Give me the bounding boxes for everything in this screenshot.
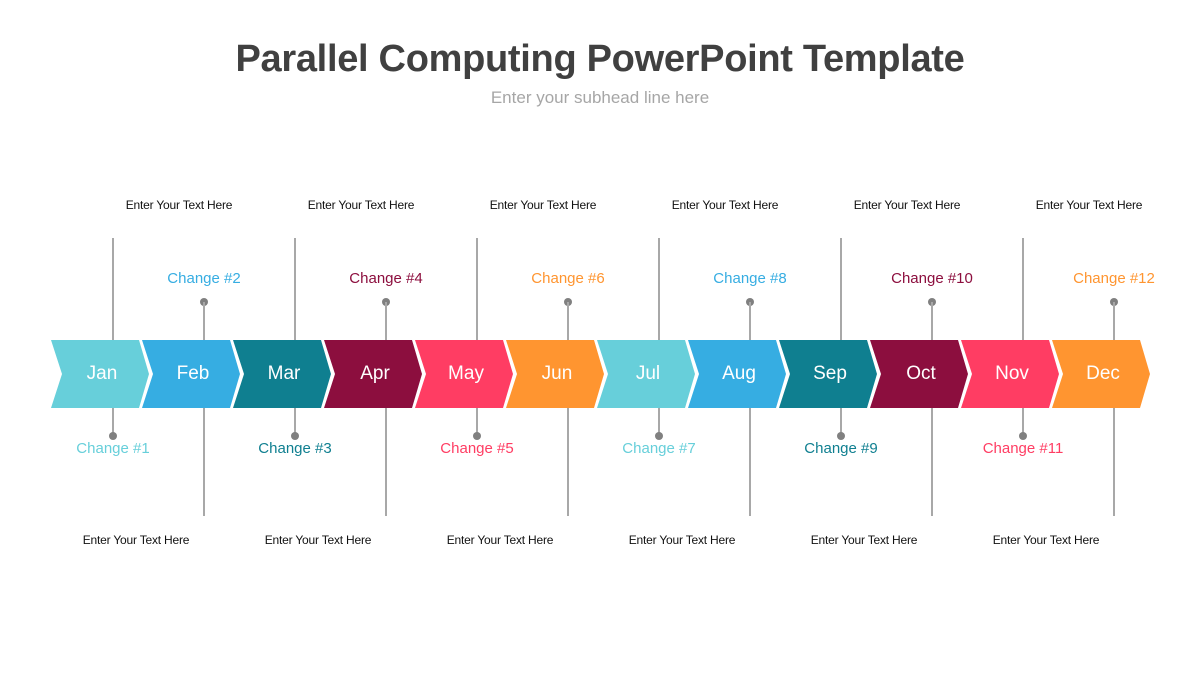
connector-line <box>385 302 387 340</box>
month-chevron-jul: Jul <box>597 340 695 408</box>
month-chevron-jan: Jan <box>51 340 149 408</box>
divider-line <box>749 408 751 516</box>
top-text-placeholder: Enter Your Text Here <box>671 198 779 212</box>
month-chevron-jun: Jun <box>506 340 604 408</box>
change-label: Change #5 <box>440 440 514 457</box>
connector-line <box>112 408 114 436</box>
month-label: Aug <box>722 363 756 384</box>
connector-line <box>658 408 660 436</box>
month-chevron-aug: Aug <box>688 340 786 408</box>
divider-line <box>931 408 933 516</box>
bottom-text-placeholder: Enter Your Text Here <box>264 533 372 547</box>
month-label: Dec <box>1086 363 1120 384</box>
month-chevron-feb: Feb <box>142 340 240 408</box>
change-label: Change #11 <box>982 440 1064 457</box>
month-chevron-sep: Sep <box>779 340 877 408</box>
month-label: Jun <box>541 363 573 384</box>
page-title: Parallel Computing PowerPoint Template <box>235 38 965 80</box>
connector-line <box>840 408 842 436</box>
connector-line <box>476 408 478 436</box>
change-label: Change #6 <box>531 270 605 287</box>
divider-line <box>385 408 387 516</box>
top-text-placeholder: Enter Your Text Here <box>853 198 961 212</box>
month-chevron-oct: Oct <box>870 340 968 408</box>
divider-line <box>476 238 478 340</box>
top-text-placeholder: Enter Your Text Here <box>1035 198 1143 212</box>
bottom-text-placeholder: Enter Your Text Here <box>82 533 190 547</box>
change-label: Change #10 <box>891 270 973 287</box>
change-label: Change #7 <box>622 440 696 457</box>
bottom-text-placeholder: Enter Your Text Here <box>446 533 554 547</box>
divider-line <box>203 408 205 516</box>
divider-line <box>840 238 842 340</box>
connector-line <box>1113 302 1115 340</box>
top-text-placeholder: Enter Your Text Here <box>489 198 597 212</box>
divider-line <box>567 408 569 516</box>
month-chevron-may: May <box>415 340 513 408</box>
month-label: Sep <box>813 363 847 384</box>
month-chevron-apr: Apr <box>324 340 422 408</box>
connector-line <box>749 302 751 340</box>
top-text-placeholder: Enter Your Text Here <box>125 198 233 212</box>
change-label: Change #1 <box>76 440 150 457</box>
month-label: Mar <box>267 363 301 384</box>
connector-dot <box>1019 432 1027 440</box>
change-label: Change #2 <box>167 270 241 287</box>
bottom-text-placeholder: Enter Your Text Here <box>810 533 918 547</box>
divider-line <box>112 238 114 340</box>
month-chevron-nov: Nov <box>961 340 1059 408</box>
bottom-text-placeholder: Enter Your Text Here <box>992 533 1100 547</box>
connector-dot <box>837 432 845 440</box>
divider-line <box>1113 408 1115 516</box>
divider-line <box>294 238 296 340</box>
connector-line <box>203 302 205 340</box>
month-label: May <box>448 363 484 384</box>
bottom-text-placeholder: Enter Your Text Here <box>628 533 736 547</box>
page-subtitle: Enter your subhead line here <box>490 88 710 107</box>
month-chevron-row: Jan Feb Mar Apr May Jun Jul Aug Sep Oct Nov Dec <box>0 340 1200 408</box>
connector-line <box>931 302 933 340</box>
month-label: Feb <box>176 363 210 384</box>
month-chevron-dec: Dec <box>1052 340 1150 408</box>
month-label: Oct <box>906 363 936 384</box>
connector-dot <box>655 432 663 440</box>
connector-dot <box>473 432 481 440</box>
connector-dot <box>291 432 299 440</box>
change-label: Change #9 <box>804 440 878 457</box>
change-label: Change #8 <box>713 270 787 287</box>
month-label: Jan <box>86 363 118 384</box>
connector-line <box>294 408 296 436</box>
change-label: Change #4 <box>349 270 423 287</box>
month-label: Apr <box>360 363 390 384</box>
change-label: Change #3 <box>258 440 332 457</box>
divider-line <box>658 238 660 340</box>
connector-line <box>1022 408 1024 436</box>
connector-line <box>567 302 569 340</box>
top-text-placeholder: Enter Your Text Here <box>307 198 415 212</box>
month-label: Nov <box>995 363 1029 384</box>
month-chevron-mar: Mar <box>233 340 331 408</box>
month-label: Jul <box>635 363 661 384</box>
change-label: Change #12 <box>1073 270 1155 287</box>
connector-dot <box>109 432 117 440</box>
divider-line <box>1022 238 1024 340</box>
